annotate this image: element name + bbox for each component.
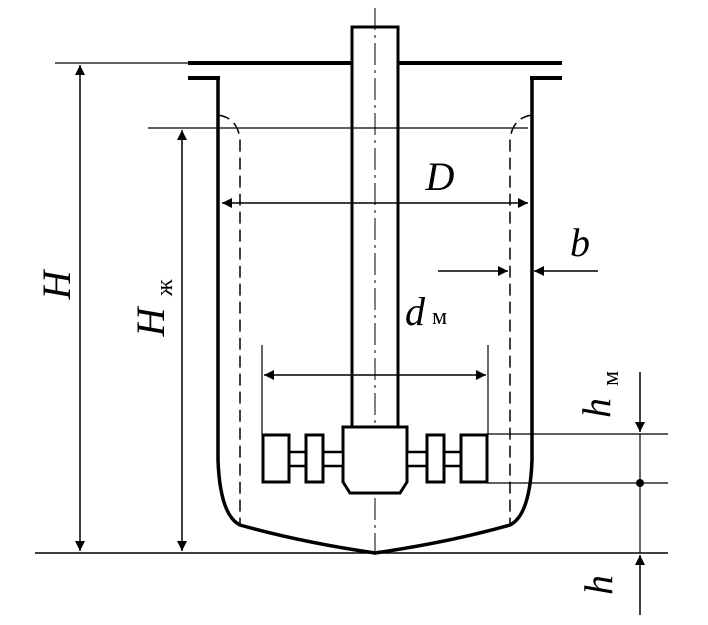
svg-text:h: h [574, 398, 619, 418]
impeller-blade-outer-left [261, 433, 291, 484]
label-H-liquid: H ж [128, 279, 178, 337]
label-d-m: d м [405, 289, 447, 334]
impeller-blade-inner-right [425, 433, 446, 484]
label-h-m: h м [574, 371, 624, 418]
svg-text:м: м [598, 371, 624, 386]
impeller-blade-inner-left [304, 433, 325, 484]
svg-text:ж: ж [152, 279, 178, 297]
label-h: h [576, 575, 621, 595]
svg-text:d: d [405, 289, 426, 334]
impeller-hub [341, 425, 409, 495]
svg-text:м: м [432, 304, 447, 330]
label-H: H [34, 268, 79, 300]
impeller-blade-outer-right [459, 433, 489, 484]
baffle-right [509, 114, 533, 525]
label-D: D [425, 154, 455, 199]
dimension-node [636, 479, 644, 487]
svg-text:H: H [128, 305, 173, 337]
label-b: b [570, 220, 590, 265]
baffle-left [217, 114, 241, 525]
